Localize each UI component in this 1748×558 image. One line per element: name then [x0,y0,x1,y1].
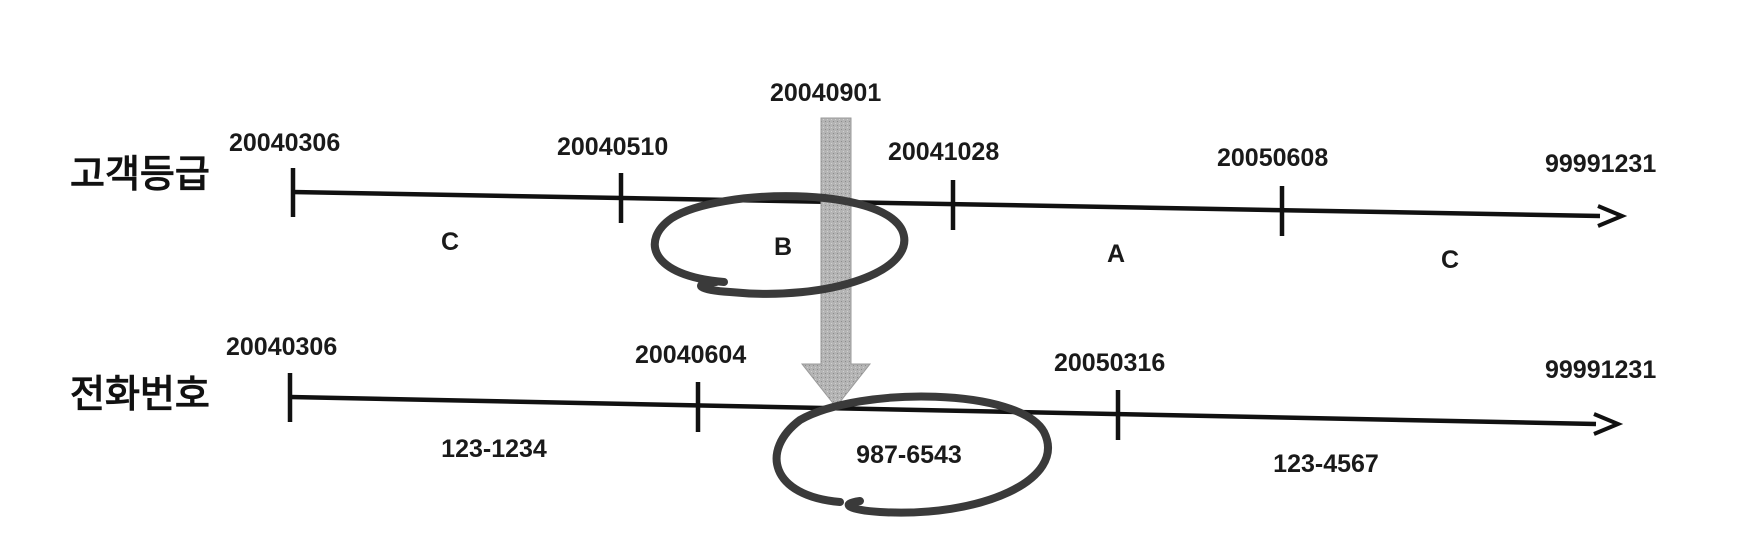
query-date-marker: 20040901 [770,79,881,408]
highlight-loop-phone [772,392,1052,517]
segment-value: 987-6543 [856,441,962,469]
segment-value: C [1441,246,1459,274]
timeline-phone-number: 전화번호 20040306 20040604 20050316 99991231… [70,333,1656,478]
segment-value: 123-4567 [1273,450,1379,478]
axis-arrow-head [1597,204,1628,228]
date-label: 20050316 [1054,349,1165,377]
highlight-loop-grade [650,192,909,298]
segment-value: B [774,233,792,261]
date-label: 20040306 [229,129,340,157]
date-label: 20040604 [635,341,746,369]
timeline-axis [289,394,1597,427]
date-label: 20041028 [888,138,999,166]
date-label: 20040510 [557,133,668,161]
axis-arrow-head [1593,412,1624,436]
loop-stroke [772,392,1052,517]
timeline-customer-grade: 고객등급 20040306 20040510 20041028 20050608… [70,129,1656,274]
down-arrow-icon [800,117,872,408]
timeline-label: 전화번호 [70,374,210,416]
segment-value: 123-1234 [441,435,547,463]
loop-stroke [650,192,909,298]
query-date-label: 20040901 [770,79,881,107]
timeline-axis [291,189,1601,219]
date-label: 20050608 [1217,144,1328,172]
segment-value: C [441,228,459,256]
timeline-label: 고객등급 [70,154,210,196]
date-label: 99991231 [1545,356,1656,384]
segment-value: A [1107,240,1125,268]
date-label: 99991231 [1545,150,1656,178]
date-label: 20040306 [226,333,337,361]
